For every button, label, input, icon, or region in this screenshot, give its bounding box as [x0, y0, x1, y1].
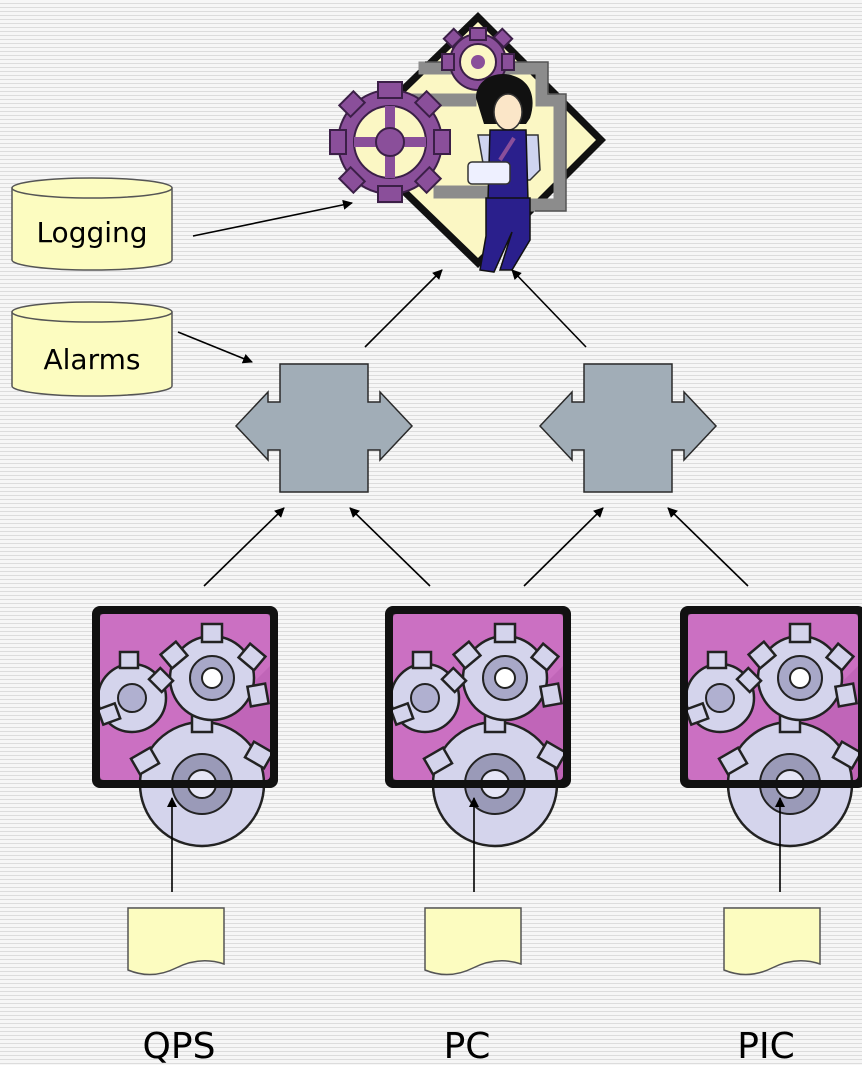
arrow-qps-to-connector-left	[203, 507, 285, 587]
source-label-pic: PIC	[737, 1026, 794, 1065]
processor-gears-icon-pic	[680, 606, 862, 846]
arrow-pc-to-connector-left	[349, 507, 431, 587]
processor-gears-icon-qps	[92, 606, 278, 846]
arrow-connector-left-to-operator	[364, 269, 443, 348]
database-alarms-label: Alarms	[44, 343, 141, 376]
database-logging-label: Logging	[36, 216, 147, 249]
database-alarms: Alarms	[11, 301, 173, 397]
source-label-pc: PC	[444, 1026, 491, 1065]
connector-icon-left	[235, 363, 413, 493]
processor-gears-icon-pc	[385, 606, 571, 846]
document-icon-pc	[424, 907, 522, 976]
arrow-pc-to-connector-right	[523, 507, 604, 587]
operator-icon	[329, 12, 606, 273]
database-logging: Logging	[11, 177, 173, 271]
arrow-alarms-to-connector	[177, 331, 253, 364]
arrow-pic-to-connector-right	[667, 507, 749, 587]
document-icon-pic	[723, 907, 821, 976]
connector-icon-right	[539, 363, 717, 493]
document-icon-qps	[127, 907, 225, 976]
arrow-logging-to-operator	[192, 199, 353, 237]
source-label-qps: QPS	[143, 1026, 216, 1065]
arrow-connector-right-to-operator	[511, 269, 587, 348]
